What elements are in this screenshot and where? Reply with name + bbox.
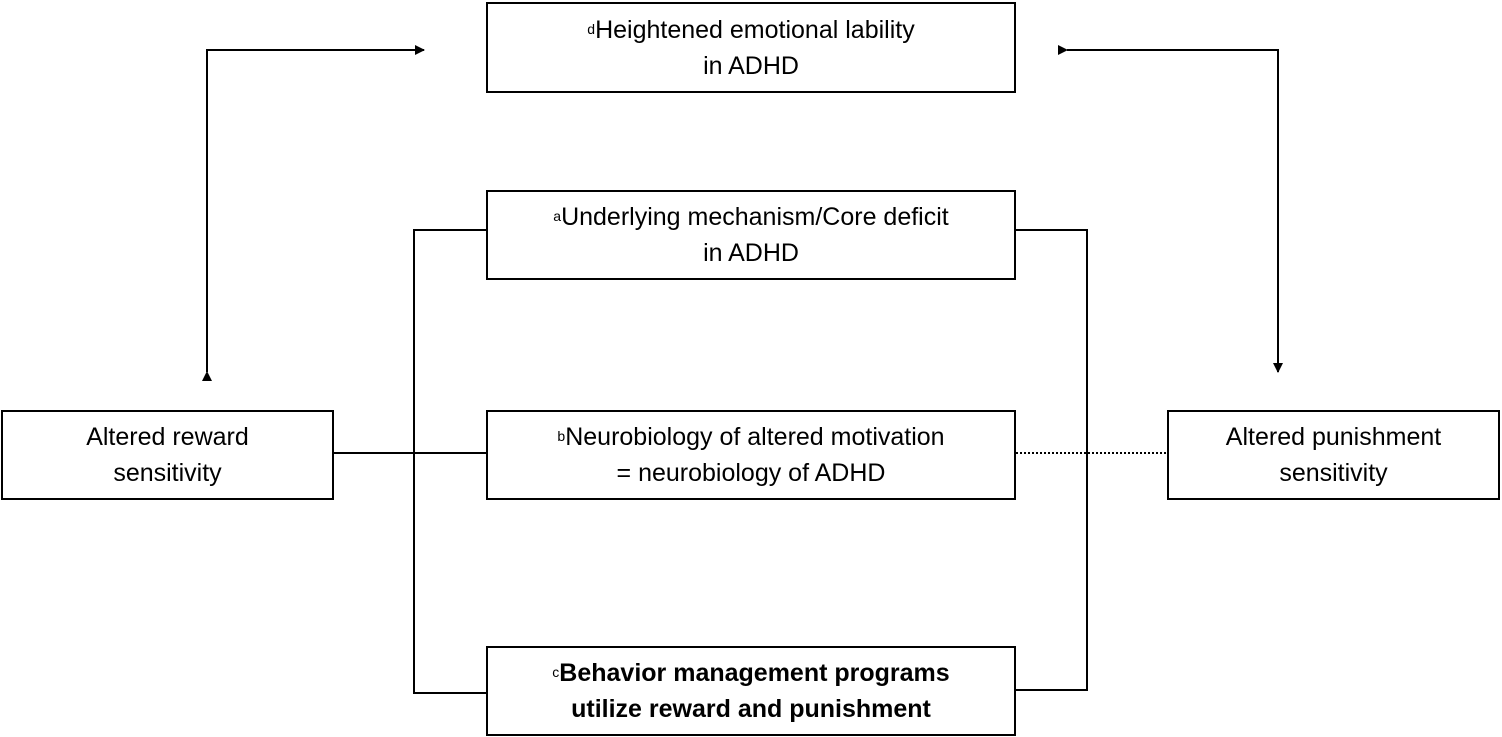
marker-b: b	[557, 428, 566, 444]
right-bracket-line	[1016, 229, 1088, 691]
reward-sensitivity-box: Altered reward sensitivity	[1, 410, 334, 500]
core-deficit-line2: in ADHD	[703, 239, 799, 267]
emotional-lability-line1: dHeightened emotional lability	[587, 12, 914, 48]
neurobiology-text: Neurobiology of altered motivation	[565, 423, 945, 451]
reward-sensitivity-line1: Altered reward	[86, 423, 249, 451]
behavior-management-box: cBehavior management programs utilize re…	[486, 646, 1016, 736]
marker-c: c	[552, 664, 560, 680]
left-bracket-line	[413, 229, 486, 694]
behavior-management-text: Behavior management programs	[559, 659, 950, 687]
core-deficit-line1: aUnderlying mechanism/Core deficit	[553, 199, 948, 235]
emotional-lability-line2: in ADHD	[703, 51, 799, 80]
marker-d: d	[587, 20, 596, 37]
neurobiology-box: bNeurobiology of altered motivation = ne…	[486, 410, 1016, 500]
emotional-lability-text: Heightened emotional lability	[595, 15, 915, 44]
reward-sensitivity-line2: sensitivity	[113, 459, 222, 487]
marker-a: a	[553, 208, 562, 224]
emotional-lability-box: dHeightened emotional lability in ADHD	[486, 2, 1016, 93]
punishment-sensitivity-box: Altered punishment sensitivity	[1167, 410, 1500, 500]
punishment-sensitivity-line2: sensitivity	[1279, 459, 1388, 487]
neurobiology-line2: = neurobiology of ADHD	[616, 459, 886, 487]
left-bidirectional-arrow	[202, 45, 425, 381]
behavior-management-line1: cBehavior management programs	[552, 655, 949, 691]
right-bidirectional-arrow	[1058, 45, 1283, 373]
punishment-sensitivity-line1: Altered punishment	[1225, 423, 1442, 451]
behavior-management-line2: utilize reward and punishment	[571, 695, 931, 723]
core-deficit-text: Underlying mechanism/Core deficit	[561, 203, 949, 231]
core-deficit-box: aUnderlying mechanism/Core deficit in AD…	[486, 190, 1016, 280]
neurobiology-line1: bNeurobiology of altered motivation	[557, 419, 944, 455]
